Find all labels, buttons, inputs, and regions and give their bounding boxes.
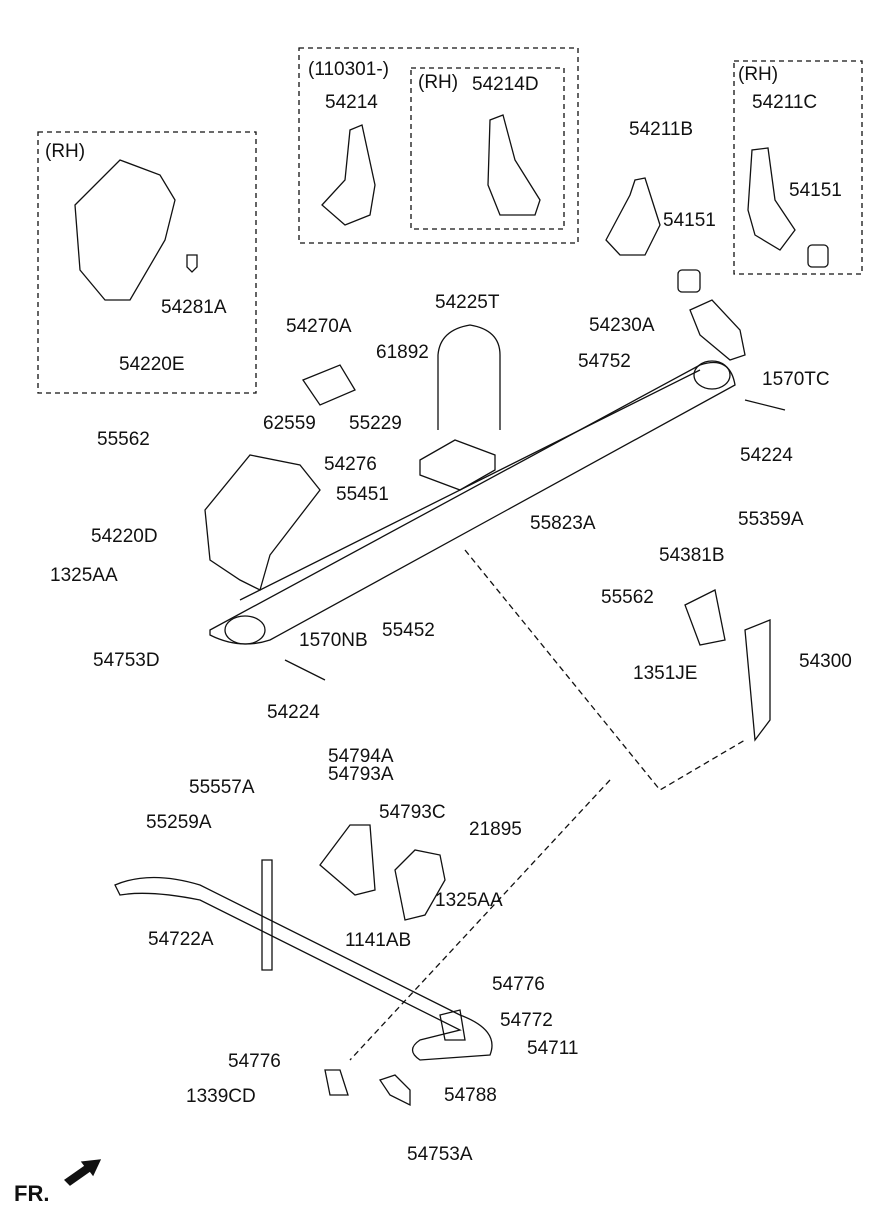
- part-number-55451[interactable]: 55451: [336, 484, 389, 505]
- bracket-54381B: [684, 589, 726, 646]
- part-number-54776[interactable]: 54776: [492, 974, 545, 995]
- part-number-54281A[interactable]: 54281A: [161, 297, 227, 318]
- part-number-54794A[interactable]: 54794A: [328, 746, 394, 767]
- bracket-54220E: [74, 159, 176, 301]
- clamp-54776-b: [324, 1069, 349, 1096]
- bracket-54214: [321, 124, 376, 226]
- date-range-label: (110301-): [308, 59, 389, 80]
- part-number-54776-lower[interactable]: 54776: [228, 1051, 281, 1072]
- part-number-54772[interactable]: 54772: [500, 1010, 553, 1031]
- part-number-54381B[interactable]: 54381B: [659, 545, 725, 566]
- rh-label-left: (RH): [45, 141, 86, 162]
- part-number-54220E[interactable]: 54220E: [119, 354, 185, 375]
- part-number-54224-front[interactable]: 54224: [267, 702, 320, 723]
- shackle-54230A: [689, 299, 746, 361]
- part-number-55359A[interactable]: 55359A: [738, 509, 804, 530]
- ubolt-54225T: [437, 324, 501, 430]
- bracket-54214D: [487, 114, 541, 216]
- part-number-54214[interactable]: 54214: [325, 92, 378, 113]
- part-number-55562[interactable]: 55562: [97, 429, 150, 450]
- part-number-54300[interactable]: 54300: [799, 651, 852, 672]
- clamp-54270A: [302, 364, 356, 406]
- pin-54224-front: [284, 659, 326, 681]
- bushing-54151-a: [677, 269, 701, 293]
- rh-label-right: (RH): [738, 64, 779, 85]
- clamp-54788: [378, 1074, 411, 1107]
- part-number-1351JE[interactable]: 1351JE: [633, 663, 698, 684]
- part-number-54230A[interactable]: 54230A: [589, 315, 655, 336]
- pin-54224-rear: [744, 399, 786, 411]
- bracket-54220D: [204, 454, 321, 591]
- part-number-21895[interactable]: 21895: [469, 819, 522, 840]
- bracket-54794A: [319, 824, 376, 896]
- part-number-54270A[interactable]: 54270A: [286, 316, 352, 337]
- part-number-54151[interactable]: 54151: [663, 210, 716, 231]
- part-number-54224-rear[interactable]: 54224: [740, 445, 793, 466]
- part-number-54211C[interactable]: 54211C: [752, 92, 818, 113]
- part-number-55557A[interactable]: 55557A: [189, 777, 255, 798]
- bracket-54211C: [747, 147, 796, 251]
- part-number-1325AA[interactable]: 1325AA: [50, 565, 118, 586]
- pin-54281A: [186, 254, 198, 273]
- bushing-54772: [439, 1009, 466, 1041]
- pad-54276: [419, 439, 496, 491]
- rh-label-mid: (RH): [418, 72, 459, 93]
- rh-group-box-mid: [410, 67, 565, 230]
- part-number-54753A[interactable]: 54753A: [407, 1144, 473, 1165]
- part-number-61892[interactable]: 61892: [376, 342, 429, 363]
- part-number-54793C[interactable]: 54793C: [379, 802, 446, 823]
- stabilizer-bar-54711: [114, 876, 493, 1061]
- leaf-spring: [209, 361, 736, 645]
- spring-eye-rear: [693, 360, 731, 390]
- date-group-box: [298, 47, 579, 244]
- rh-group-box-left: [37, 131, 257, 394]
- rh-group-box-right: [733, 60, 863, 275]
- part-number-55562-shock[interactable]: 55562: [601, 587, 654, 608]
- part-number-1325AA-stabilizer[interactable]: 1325AA: [435, 890, 503, 911]
- part-number-54151-rh[interactable]: 54151: [789, 180, 842, 201]
- front-arrow-icon: [63, 1159, 102, 1186]
- part-number-55452[interactable]: 55452: [382, 620, 435, 641]
- part-number-1141AB[interactable]: 1141AB: [345, 930, 412, 951]
- part-number-55823A[interactable]: 55823A: [530, 513, 596, 534]
- part-number-54793A[interactable]: 54793A: [328, 764, 394, 785]
- bracket-54793C: [394, 849, 446, 921]
- bracket-54211B: [605, 177, 661, 256]
- front-direction-label: FR.: [14, 1181, 50, 1206]
- part-number-54276[interactable]: 54276: [324, 454, 377, 475]
- part-number-54788[interactable]: 54788: [444, 1085, 497, 1106]
- part-number-54225T[interactable]: 54225T: [435, 292, 500, 313]
- part-number-54214D[interactable]: 54214D: [472, 74, 539, 95]
- part-number-1339CD[interactable]: 1339CD: [186, 1086, 256, 1107]
- part-number-54753D[interactable]: 54753D: [93, 650, 160, 671]
- part-number-1570NB[interactable]: 1570NB: [299, 630, 368, 651]
- part-number-62559[interactable]: 62559: [263, 413, 316, 434]
- shock-absorber-54300: [744, 619, 771, 742]
- part-number-54722A[interactable]: 54722A: [148, 929, 214, 950]
- part-number-54220D[interactable]: 54220D: [91, 526, 158, 547]
- part-number-1570TC[interactable]: 1570TC: [762, 369, 830, 390]
- spring-eye-front: [224, 615, 266, 645]
- part-number-54711[interactable]: 54711: [527, 1038, 579, 1059]
- link-54722A: [261, 859, 273, 971]
- part-number-54211B[interactable]: 54211B: [629, 119, 694, 140]
- bushing-54151-b: [807, 244, 829, 268]
- part-number-55229[interactable]: 55229: [349, 413, 402, 434]
- part-number-55259A[interactable]: 55259A: [146, 812, 212, 833]
- part-number-54752[interactable]: 54752: [578, 351, 631, 372]
